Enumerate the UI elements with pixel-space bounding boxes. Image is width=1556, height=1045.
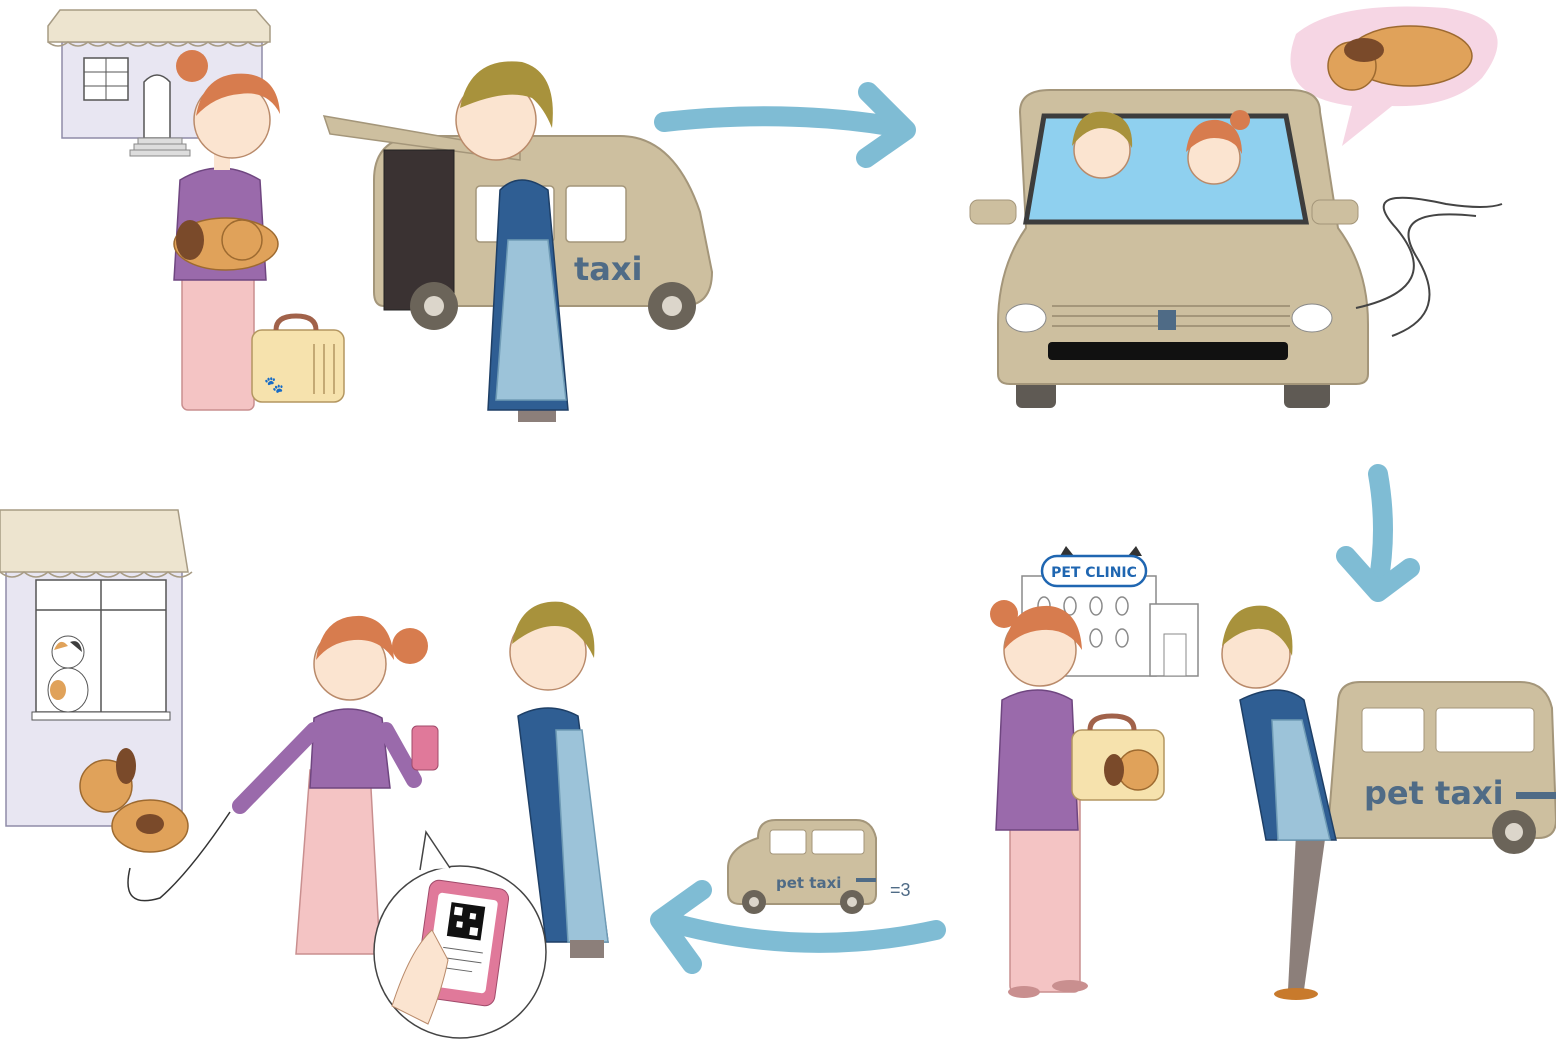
taxi-side-label: taxi (574, 250, 643, 288)
qr-payment-callout (373, 829, 547, 1039)
arrow-down-icon (1336, 464, 1420, 602)
scene-return (0, 509, 609, 1039)
small-taxi-label: pet taxi (776, 874, 841, 892)
smartphone-icon (411, 725, 439, 771)
arrow-left-icon (650, 880, 946, 974)
driver-smiling (509, 601, 609, 958)
arrow-right-icon (654, 82, 916, 168)
carrier-grille (313, 344, 335, 394)
scene-driving (969, 6, 1503, 408)
dream-bubble (1290, 6, 1498, 146)
clinic-sign: PET CLINIC (1051, 565, 1137, 581)
small-pet-taxi: pet taxi =3 (727, 819, 911, 914)
pet-taxi-side-label: pet taxi (1364, 774, 1504, 812)
pet-taxi-van: pet taxi (1326, 681, 1556, 854)
owner-with-carrier (990, 600, 1165, 998)
owner-with-phone (232, 615, 439, 955)
front-car (969, 89, 1369, 408)
running-dog (79, 748, 231, 902)
driver-opening-door (455, 61, 569, 422)
cat-in-window (47, 635, 89, 713)
driver-bowing (1221, 605, 1337, 1000)
speed-mark: =3 (890, 880, 911, 900)
qr-code-icon (440, 902, 486, 973)
speed-lines-icon (1355, 196, 1503, 337)
scene-pickup: 🐾 taxi (47, 9, 714, 422)
owner-holding-dog: 🐾 (173, 50, 345, 411)
scene-clinic: PET CLINIC pet taxi (990, 546, 1556, 1000)
paw-icon: 🐾 (264, 377, 284, 394)
